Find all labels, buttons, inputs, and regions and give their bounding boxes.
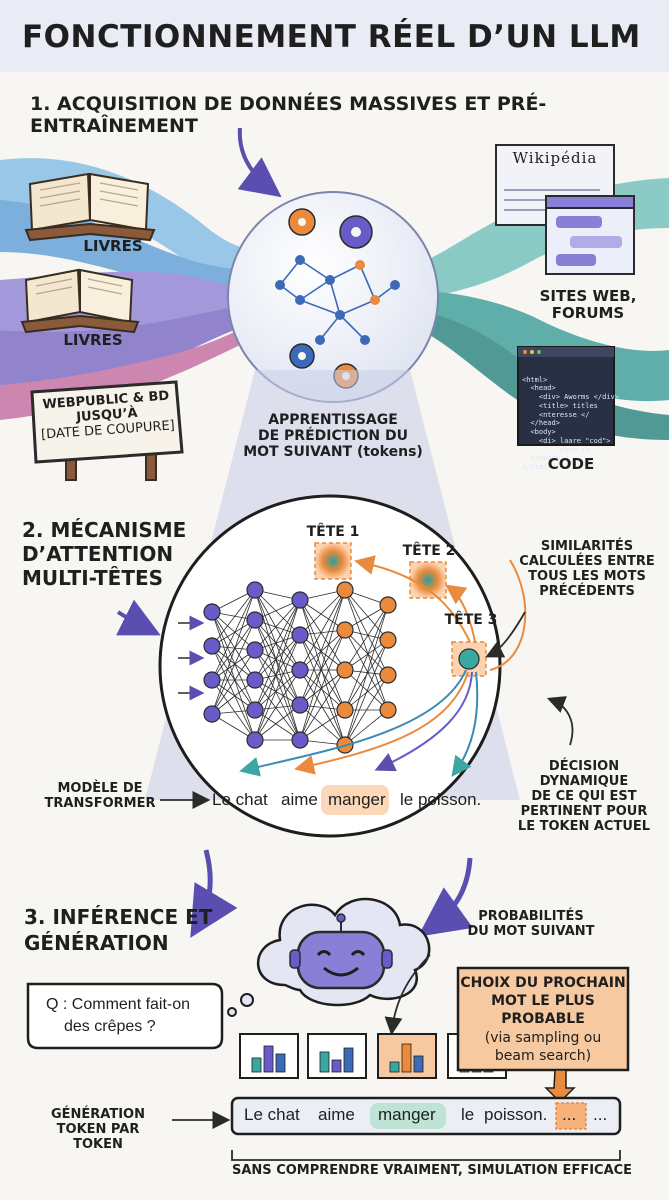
neuron [246,701,264,719]
book-icon [20,268,140,334]
probability-bar [275,1053,286,1073]
choice-box [456,966,630,1072]
neuron [291,696,309,714]
attention-heads [314,542,487,677]
manger-highlight [321,785,389,815]
section1-heading: 1. ACQUISITION DE DONNÉES MASSIVES ET PR… [30,93,547,137]
neuron [379,701,397,719]
token: poisson. [484,1105,548,1124]
neuron [246,671,264,689]
probability-bar [251,1057,262,1073]
neuron [291,731,309,749]
neuron [246,611,264,629]
neuron [336,701,354,719]
neuron [246,731,264,749]
probability-bar [413,1055,424,1073]
head-2-label: TÊTE 2 [402,543,456,559]
sentence-word-highlighted: manger [328,790,386,809]
sites-label: SITES WEB,FORUMS [539,287,637,323]
sentence-word: aime [281,790,318,809]
page-title: FONCTIONNEMENT RÉEL D’UN LLM [22,19,641,55]
robot-icon [289,913,393,990]
sentence-word: le poisson. [400,790,482,809]
probability-bar [343,1047,354,1073]
forum-window [545,195,635,275]
neuron [291,661,309,679]
neuron [379,596,397,614]
head-1-label: TÊTE 1 [306,524,360,540]
neuron [203,637,221,655]
sentence-word: Le chat [212,790,268,809]
neuron [379,666,397,684]
neural-network [203,581,397,754]
title-band [0,0,669,72]
probability-bar [331,1059,342,1073]
neuron [203,603,221,621]
code-label: CODE [547,455,595,473]
book-icon [24,172,156,242]
neuron [291,591,309,609]
neuron [246,641,264,659]
token: Le chat [244,1105,300,1124]
footer-caption: SANS COMPRENDRE VRAIMENT, SIMULATION EFF… [232,1163,633,1178]
token-highlighted: manger [378,1105,436,1124]
question-bubble [26,982,224,1050]
code-window [517,346,615,446]
code-text: <html> <head> <div> Aworms </div> <title… [522,375,619,472]
token-next: ... [593,1105,608,1124]
neuron [336,581,354,599]
probability-bar [263,1045,274,1073]
probability-bar [401,1043,412,1073]
network-nodes [275,255,400,345]
sign-board [30,380,184,481]
probability-bar [389,1061,400,1073]
neuron [246,581,264,599]
neuron [203,705,221,723]
neuron [379,631,397,649]
neuron [336,661,354,679]
token-next: ... [562,1105,577,1124]
neuron [203,671,221,689]
neuron [336,621,354,639]
arrow-to-sphere [237,127,282,198]
neuron [291,626,309,644]
head-3-label: TÊTE 3 [444,612,498,628]
books-label-1: LIVRES [83,237,143,255]
probability-bar [319,1051,330,1073]
token: aime [318,1105,355,1124]
wikipedia-logo-text: Wikipédia [512,149,598,167]
token-highlight [370,1103,446,1129]
token: le [461,1105,475,1124]
books-label-2: LIVRES [63,331,123,349]
